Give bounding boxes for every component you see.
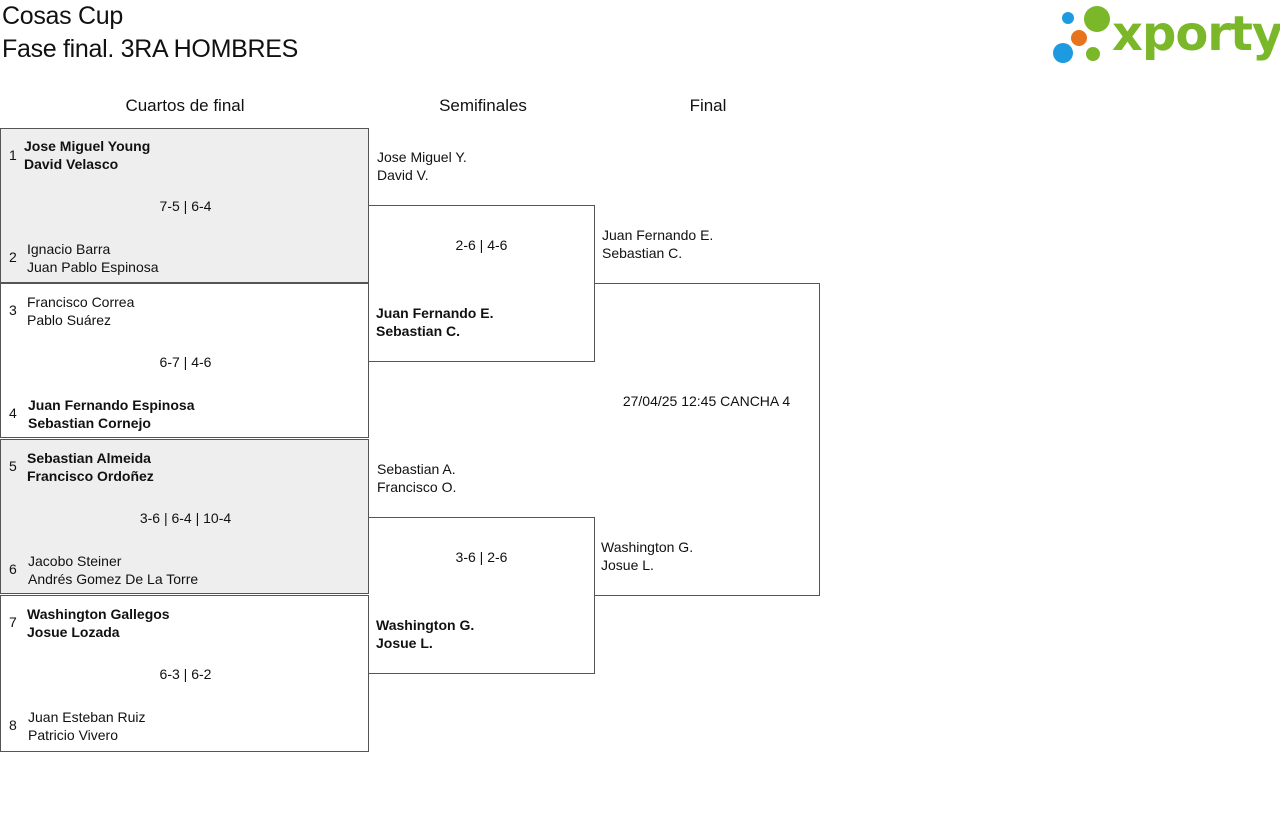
player-name: Sebastian Cornejo bbox=[28, 415, 151, 431]
quarterfinal-match-3[interactable]: 5 Sebastian Almeida Francisco Ordoñez 3-… bbox=[0, 439, 369, 594]
seed-number: 2 bbox=[9, 249, 17, 265]
player-name: Juan Pablo Espinosa bbox=[27, 259, 159, 275]
player-name: Juan Esteban Ruiz bbox=[28, 709, 146, 725]
seed-number: 6 bbox=[9, 561, 17, 577]
final-team-bottom: Washington G. Josue L. bbox=[601, 538, 693, 574]
match-score: 7-5 | 6-4 bbox=[159, 198, 212, 214]
player-name: Patricio Vivero bbox=[28, 727, 119, 743]
player-name: Sebastian C. bbox=[376, 323, 461, 339]
team-winner: Jose Miguel Young David Velasco bbox=[24, 137, 150, 173]
player-name: Juan Fernando Espinosa bbox=[28, 397, 195, 413]
player-name: Juan Fernando E. bbox=[376, 305, 494, 321]
team-winner: Washington Gallegos Josue Lozada bbox=[27, 605, 170, 641]
quarterfinal-match-4[interactable]: 7 Washington Gallegos Josue Lozada 6-3 |… bbox=[0, 595, 369, 752]
player-name: David Velasco bbox=[24, 156, 119, 172]
final-team-top: Juan Fernando E. Sebastian C. bbox=[602, 226, 713, 262]
player-name: Jacobo Steiner bbox=[28, 553, 122, 569]
logo-dots-icon bbox=[1053, 6, 1110, 63]
semifinal-1-team-winner: Juan Fernando E. Sebastian C. bbox=[376, 304, 493, 340]
seed-number: 5 bbox=[9, 458, 17, 474]
player-name: Francisco O. bbox=[377, 479, 457, 495]
quarterfinal-match-1[interactable]: 1 Jose Miguel Young David Velasco 7-5 | … bbox=[0, 128, 369, 283]
player-name: Pablo Suárez bbox=[27, 312, 112, 328]
player-name: Washington Gallegos bbox=[27, 606, 170, 622]
match-score: 3-6 | 6-4 | 10-4 bbox=[139, 510, 232, 526]
team-loser: Jacobo Steiner Andrés Gomez De La Torre bbox=[28, 552, 198, 588]
player-name: Ignacio Barra bbox=[27, 241, 111, 257]
match-score: 6-7 | 4-6 bbox=[159, 354, 212, 370]
semifinal-1-team-top: Jose Miguel Y. David V. bbox=[377, 148, 467, 184]
player-name: Andrés Gomez De La Torre bbox=[28, 571, 199, 587]
player-name: Francisco Correa bbox=[27, 294, 135, 310]
round-header-semifinals: Semifinales bbox=[439, 96, 527, 115]
round-header-quarterfinals: Cuartos de final bbox=[125, 96, 245, 115]
player-name: Washington G. bbox=[376, 617, 475, 633]
match-schedule: 27/04/25 12:45 CANCHA 4 bbox=[622, 393, 791, 409]
player-name: David V. bbox=[377, 167, 429, 183]
bracket-subtitle: Fase final. 3RA HOMBRES bbox=[2, 35, 298, 63]
xporty-logo: xporty bbox=[1050, 4, 1280, 68]
logo-wordmark: xporty bbox=[1112, 6, 1280, 62]
semifinal-match-2[interactable]: 3-6 | 2-6 Washington G. Josue L. bbox=[369, 517, 595, 674]
match-score: 3-6 | 2-6 bbox=[455, 549, 508, 565]
final-match[interactable]: 27/04/25 12:45 CANCHA 4 Washington G. Jo… bbox=[594, 283, 820, 596]
seed-number: 4 bbox=[9, 405, 17, 421]
match-score: 2-6 | 4-6 bbox=[455, 237, 508, 253]
match-score: 6-3 | 6-2 bbox=[159, 666, 212, 682]
team-loser: Francisco Correa Pablo Suárez bbox=[27, 293, 134, 329]
player-name: Josue L. bbox=[376, 635, 433, 651]
team-winner: Sebastian Almeida Francisco Ordoñez bbox=[27, 449, 154, 485]
player-name: Juan Fernando E. bbox=[602, 227, 714, 243]
quarterfinal-match-2[interactable]: 3 Francisco Correa Pablo Suárez 6-7 | 4-… bbox=[0, 283, 369, 438]
player-name: Josue Lozada bbox=[27, 624, 120, 640]
team-winner: Juan Fernando Espinosa Sebastian Cornejo bbox=[28, 396, 194, 432]
seed-number: 3 bbox=[9, 302, 17, 318]
semifinal-2-team-winner: Washington G. Josue L. bbox=[376, 616, 474, 652]
player-name: Washington G. bbox=[601, 539, 694, 555]
semifinal-2-team-top: Sebastian A. Francisco O. bbox=[377, 460, 456, 496]
player-name: Josue L. bbox=[601, 557, 654, 573]
player-name: Sebastian Almeida bbox=[27, 450, 151, 466]
player-name: Francisco Ordoñez bbox=[27, 468, 154, 484]
team-loser: Ignacio Barra Juan Pablo Espinosa bbox=[27, 240, 159, 276]
tournament-title: Cosas Cup bbox=[2, 2, 123, 30]
seed-number: 7 bbox=[9, 614, 17, 630]
player-name: Jose Miguel Y. bbox=[377, 149, 467, 165]
player-name: Jose Miguel Young bbox=[24, 138, 151, 154]
semifinal-match-1[interactable]: 2-6 | 4-6 Juan Fernando E. Sebastian C. bbox=[369, 205, 595, 362]
seed-number: 1 bbox=[9, 147, 17, 163]
player-name: Sebastian C. bbox=[602, 245, 683, 261]
player-name: Sebastian A. bbox=[377, 461, 456, 477]
team-loser: Juan Esteban Ruiz Patricio Vivero bbox=[28, 708, 146, 744]
seed-number: 8 bbox=[9, 717, 17, 733]
round-header-final: Final bbox=[689, 96, 727, 115]
